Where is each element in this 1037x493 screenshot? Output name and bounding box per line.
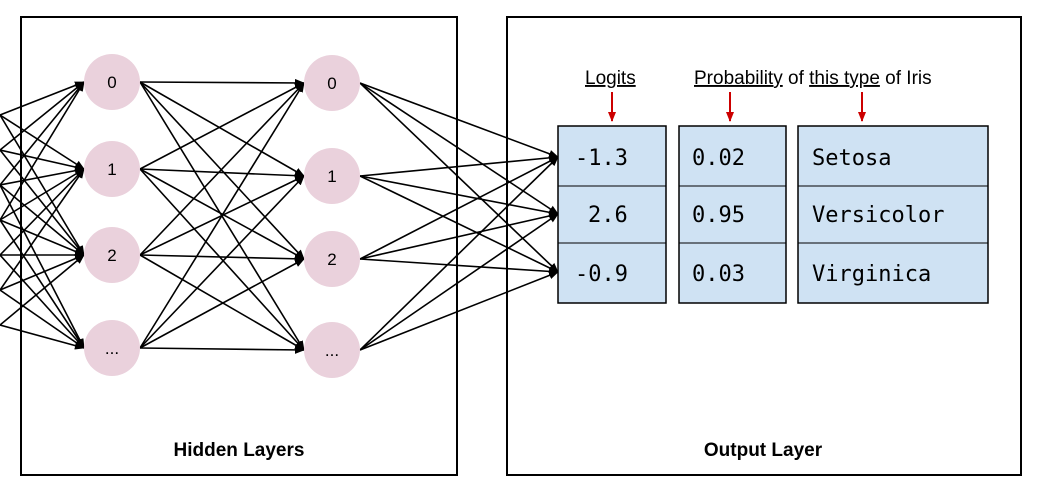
output-connection — [359, 153, 559, 177]
neuron-circle — [84, 54, 140, 110]
logit-value: 2.6 — [588, 203, 628, 228]
neuron-label: ... — [325, 341, 339, 360]
hidden-connection — [139, 254, 305, 263]
class-column-box — [797, 125, 989, 304]
hidden-connection — [139, 345, 305, 354]
logits-column-box — [557, 125, 667, 304]
neuron-circle — [304, 148, 360, 204]
output-connection — [359, 82, 559, 273]
probability-header: Probability of this type of Iris — [694, 68, 932, 89]
hidden-connection — [139, 78, 305, 87]
output-layer-panel — [506, 16, 1022, 476]
hidden-connection — [139, 168, 305, 180]
hidden-connection — [139, 175, 305, 349]
connections-group — [0, 78, 559, 354]
output-connection — [359, 175, 559, 217]
neuron-label: 0 — [107, 73, 116, 92]
neuron-label: 1 — [327, 167, 336, 186]
output-connection — [359, 82, 559, 158]
output-connection — [359, 213, 559, 351]
input-connection — [0, 114, 85, 256]
probability-value: 0.95 — [692, 203, 745, 228]
output-connection — [359, 175, 559, 273]
neuron-circle — [84, 227, 140, 283]
class-name: Virginica — [812, 262, 931, 287]
class-name: Setosa — [812, 146, 891, 171]
output-layer-label: Output Layer — [704, 440, 823, 461]
nodes-group: 0 1 2... 0 1 2... — [84, 54, 360, 378]
probability-value: 0.03 — [692, 262, 745, 287]
hidden-layers-panel — [20, 16, 458, 476]
hidden-connection — [139, 82, 305, 349]
input-connection — [0, 168, 85, 221]
input-connection — [0, 254, 85, 349]
neuron-node: ... — [84, 320, 140, 376]
hidden-connection — [139, 82, 305, 170]
neuron-circle — [84, 141, 140, 197]
input-connection — [0, 168, 85, 256]
neuron-node: 0 — [84, 54, 140, 110]
hidden-connection — [139, 254, 305, 351]
input-connection — [0, 219, 85, 256]
neuron-circle — [304, 231, 360, 287]
hidden-connection — [139, 82, 305, 256]
neuron-label: 1 — [107, 160, 116, 179]
neuron-node: ... — [304, 322, 360, 378]
probability-column: 0.02 0.95 0.03 — [678, 125, 787, 304]
neuron-node: 1 — [304, 148, 360, 204]
of-iris-word: of Iris — [880, 68, 932, 89]
hidden-connection — [139, 168, 305, 351]
neuron-label: 2 — [327, 250, 336, 269]
output-connection — [359, 212, 559, 260]
neuron-label: 0 — [327, 74, 336, 93]
input-connection — [0, 114, 85, 170]
neuron-node: 0 — [304, 55, 360, 111]
this-type-word: this type — [809, 68, 880, 89]
input-connection — [0, 254, 85, 326]
input-connection — [0, 149, 85, 171]
output-connection — [359, 258, 559, 276]
input-connection — [0, 168, 85, 291]
input-connection — [0, 166, 85, 186]
hidden-connection — [139, 258, 305, 349]
output-connection — [359, 82, 559, 215]
neuron-node: 2 — [304, 231, 360, 287]
class-column: Setosa Versicolor Virginica — [797, 125, 989, 304]
output-connection — [359, 271, 559, 351]
neuron-circle — [84, 320, 140, 376]
input-connection — [0, 81, 85, 186]
logit-value: -0.9 — [575, 262, 628, 287]
output-connection — [359, 156, 559, 351]
neuron-circle — [304, 55, 360, 111]
input-connection — [0, 81, 85, 151]
logit-value: -1.3 — [575, 146, 628, 171]
input-connection — [0, 289, 85, 349]
hidden-connection — [139, 81, 305, 260]
neuron-label: ... — [105, 339, 119, 358]
probability-column-box — [678, 125, 787, 304]
neuron-label: 2 — [107, 246, 116, 265]
hidden-layers-label: Hidden Layers — [174, 440, 305, 461]
hidden-connection — [139, 81, 305, 177]
of-word: of — [783, 68, 809, 89]
neuron-node: 1 — [84, 141, 140, 197]
input-connection — [0, 254, 85, 291]
input-connection — [0, 81, 85, 221]
output-connection — [359, 156, 559, 260]
probability-value: 0.02 — [692, 146, 745, 171]
logits-column: -1.3 2.6 -0.9 — [557, 125, 667, 304]
input-connection — [0, 184, 85, 256]
input-connection — [0, 324, 85, 350]
input-connection — [0, 81, 85, 116]
class-name: Versicolor — [812, 203, 944, 228]
probability-word: Probability — [694, 68, 783, 89]
logits-header: Logits — [585, 68, 636, 89]
neuron-circle — [304, 322, 360, 378]
neuron-node: 2 — [84, 227, 140, 283]
